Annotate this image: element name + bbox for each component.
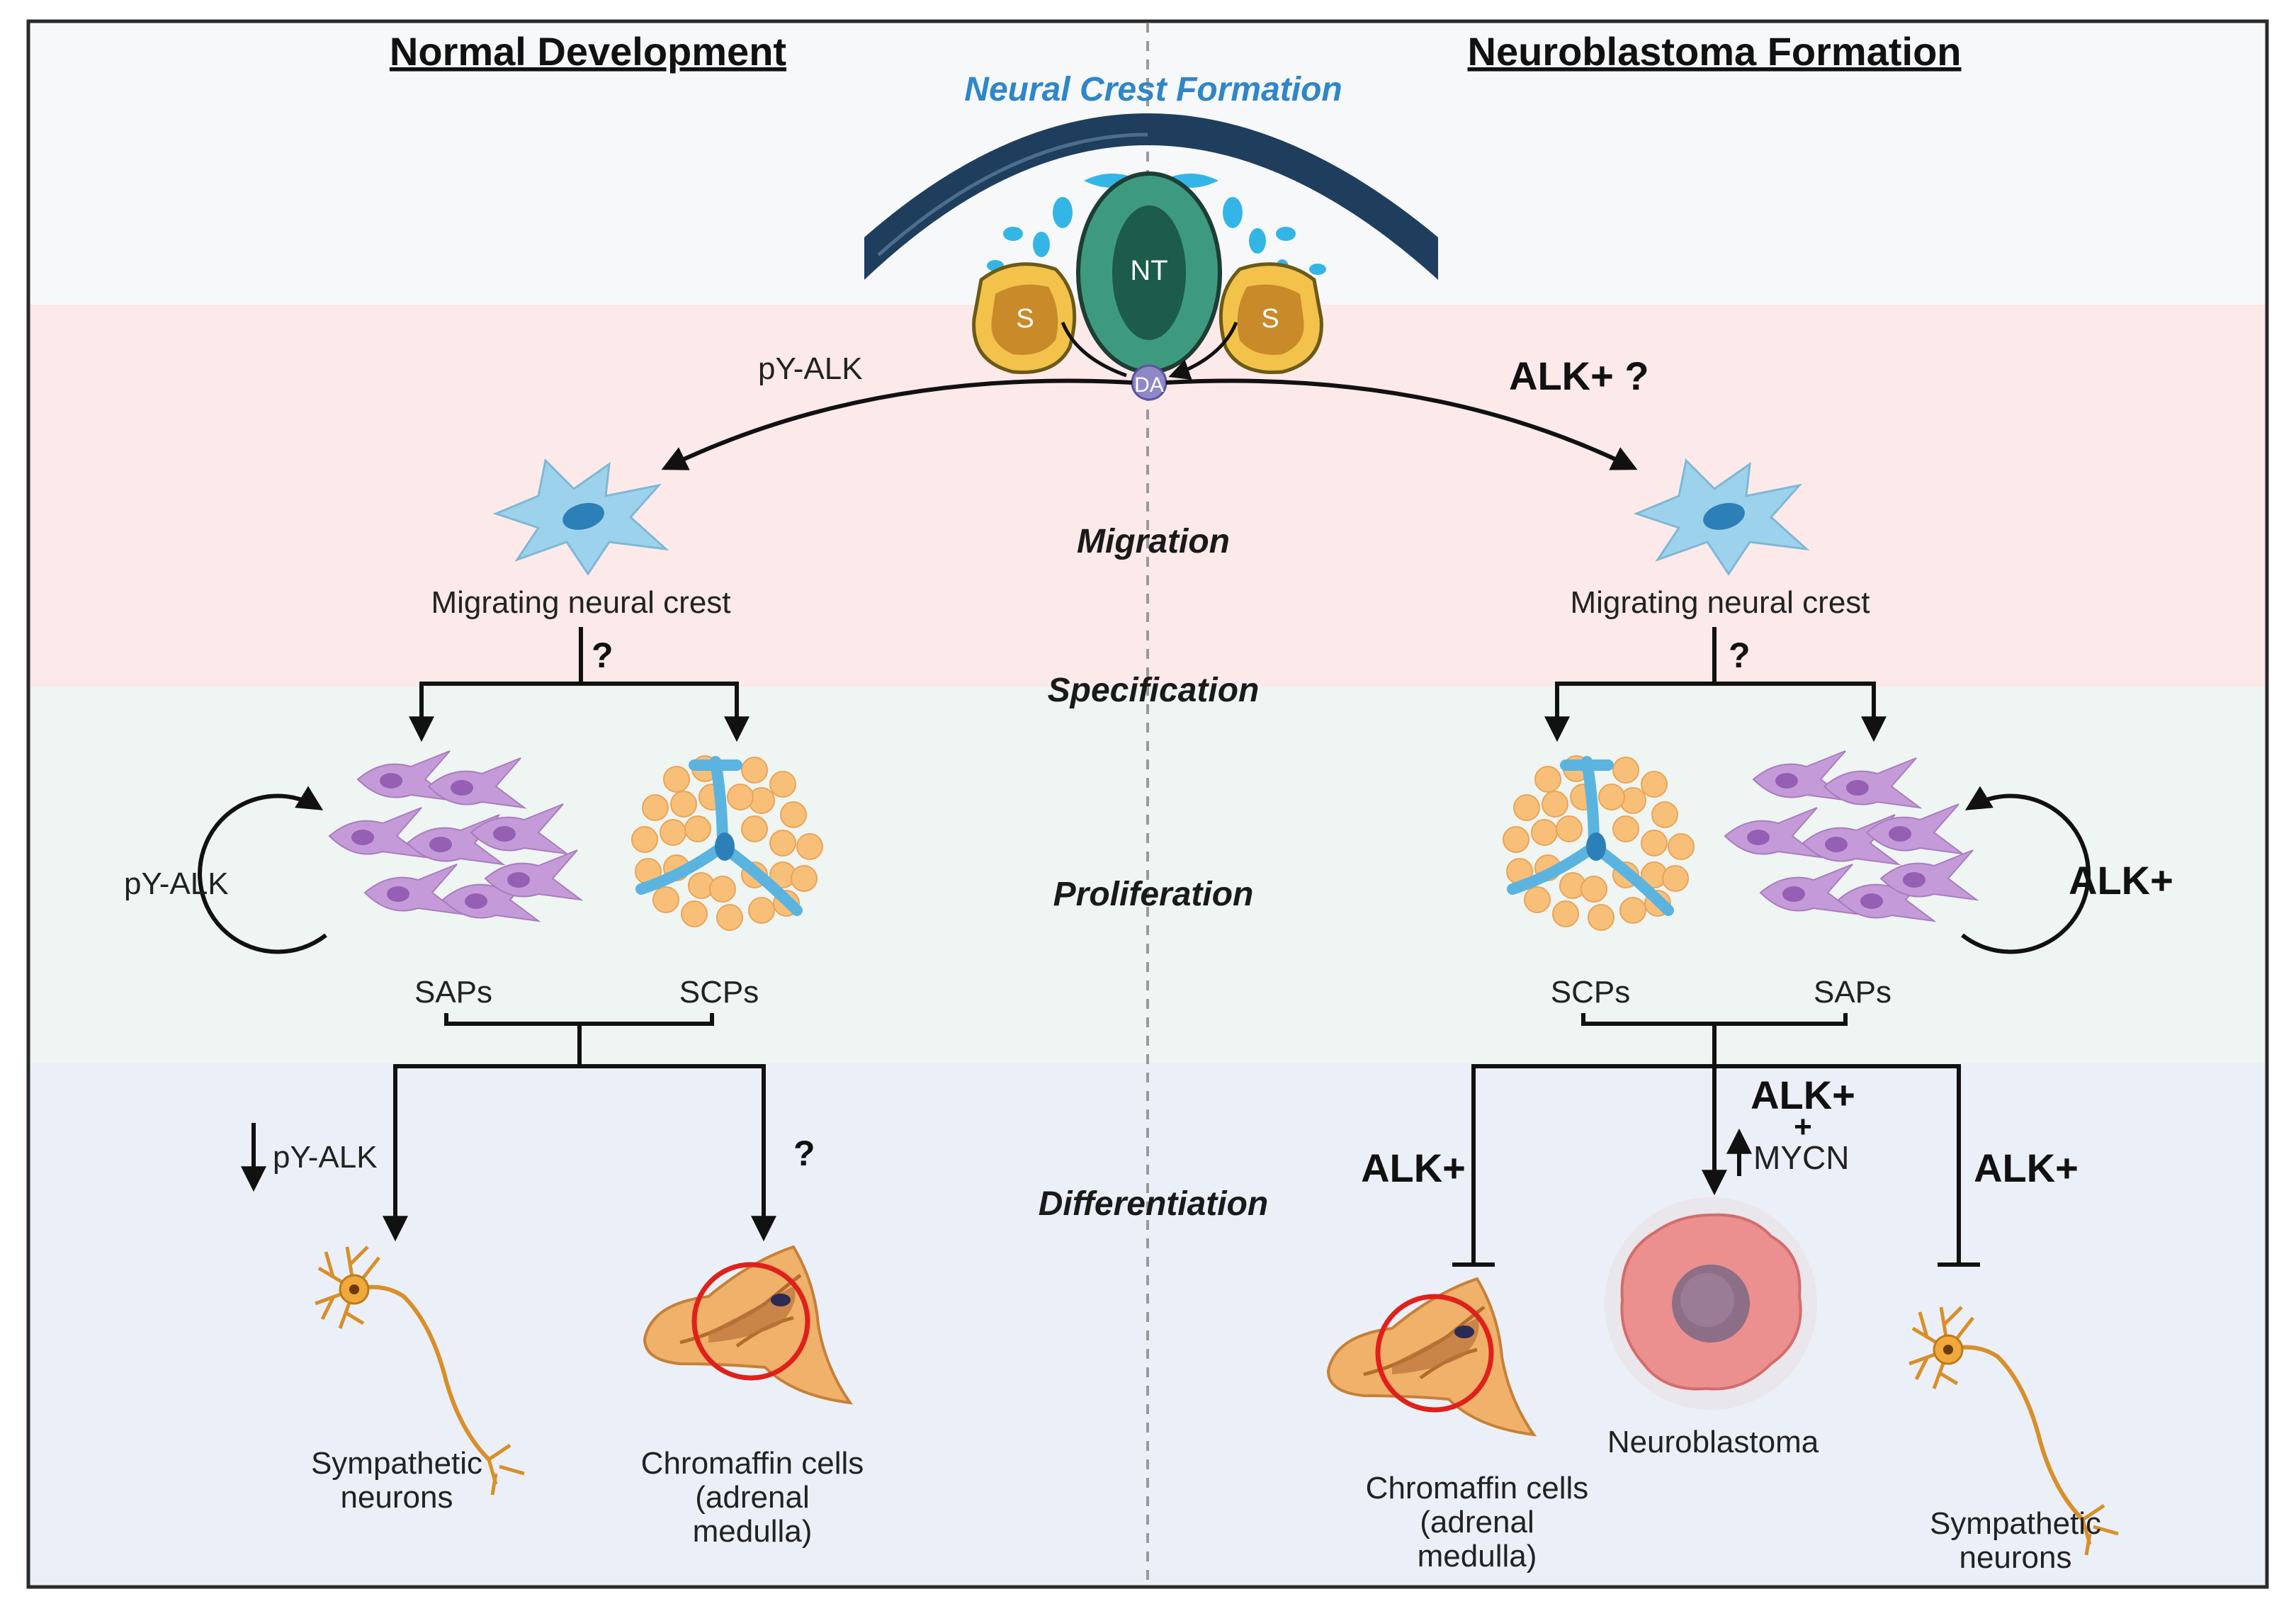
svg-text:DA: DA xyxy=(1134,373,1164,397)
label-symp-right-2: neurons xyxy=(1959,1540,2071,1575)
label-alk-question: ALK+ ? xyxy=(1509,354,1649,398)
label-py-alk-top: pY-ALK xyxy=(758,351,863,386)
label-symp-right-1: Sympathetic xyxy=(1930,1506,2101,1541)
svg-text:S: S xyxy=(1261,304,1279,334)
neuroblastoma-tumor xyxy=(1605,1197,1817,1410)
label-alk-center: ALK+ xyxy=(1751,1073,1855,1117)
label-py-alk-diff: pY-ALK xyxy=(273,1140,378,1175)
label-mycn: MYCN xyxy=(1753,1139,1849,1176)
label-scps-right: SCPs xyxy=(1551,975,1630,1010)
label-chrom-left-2: (adrenal xyxy=(695,1480,809,1515)
label-chrom-left-1: Chromaffin cells xyxy=(641,1446,864,1481)
stage-proliferation: Proliferation xyxy=(1053,876,1254,913)
loop-arrow-left xyxy=(198,786,327,954)
q-diff-left: ? xyxy=(793,1134,815,1173)
label-saps-left: SAPs xyxy=(414,975,492,1010)
header-normal-development: Normal Development xyxy=(390,29,786,74)
label-scps-left: SCPs xyxy=(679,975,759,1010)
stage-specification: Specification xyxy=(1048,672,1260,709)
frame xyxy=(26,19,2269,1589)
label-symp-left-1: Sympathetic xyxy=(311,1446,482,1481)
header-neuroblastoma-formation: Neuroblastoma Formation xyxy=(1468,29,1962,74)
label-chrom-left-3: medulla) xyxy=(693,1514,813,1549)
q-spec-right: ? xyxy=(1729,635,1751,675)
label-py-alk-loop: pY-ALK xyxy=(124,866,229,901)
loop-arrow-right xyxy=(1961,786,2091,954)
stage-migration: Migration xyxy=(1077,523,1230,560)
label-neuroblastoma: Neuroblastoma xyxy=(1607,1425,1819,1459)
label-chrom-right-1: Chromaffin cells xyxy=(1366,1471,1589,1505)
label-plus: + xyxy=(1794,1109,1812,1144)
svg-text:S: S xyxy=(1016,304,1034,334)
neural-tube: NT xyxy=(1076,171,1222,374)
label-chrom-right-3: medulla) xyxy=(1418,1539,1537,1573)
svg-text:NT: NT xyxy=(1130,255,1167,286)
label-symp-left-2: neurons xyxy=(340,1480,453,1515)
neural-crest-title: Neural Crest Formation xyxy=(964,71,1342,108)
label-alk-left: ALK+ xyxy=(1361,1146,1466,1190)
dorsal-aorta: DA xyxy=(1131,364,1167,401)
somite-right: S xyxy=(1218,262,1323,375)
branch-differentiation-left xyxy=(241,1013,776,1242)
branch-specification-right xyxy=(1544,627,1887,742)
label-alk-loop-right: ALK+ xyxy=(2069,858,2173,903)
q-spec-left: ? xyxy=(592,635,613,675)
label-migrating-left: Migrating neural crest xyxy=(431,585,730,620)
label-chrom-right-2: (adrenal xyxy=(1420,1505,1534,1539)
scps-cluster-left xyxy=(630,751,822,942)
arrow-migration-right xyxy=(1165,378,1638,470)
branch-differentiation-right xyxy=(1452,1013,1980,1267)
somite-left: S xyxy=(972,262,1077,375)
stage-differentiation: Differentiation xyxy=(1039,1185,1268,1223)
label-migrating-right: Migrating neural crest xyxy=(1570,585,1870,620)
branch-specification-left xyxy=(409,627,750,742)
label-saps-right: SAPs xyxy=(1814,975,1891,1010)
neural-tube-illustration: S S NT DA xyxy=(864,113,1438,401)
scps-cluster-right xyxy=(1502,751,1694,942)
arrow-migration-left xyxy=(661,378,1133,470)
label-alk-right: ALK+ xyxy=(1974,1146,2079,1190)
